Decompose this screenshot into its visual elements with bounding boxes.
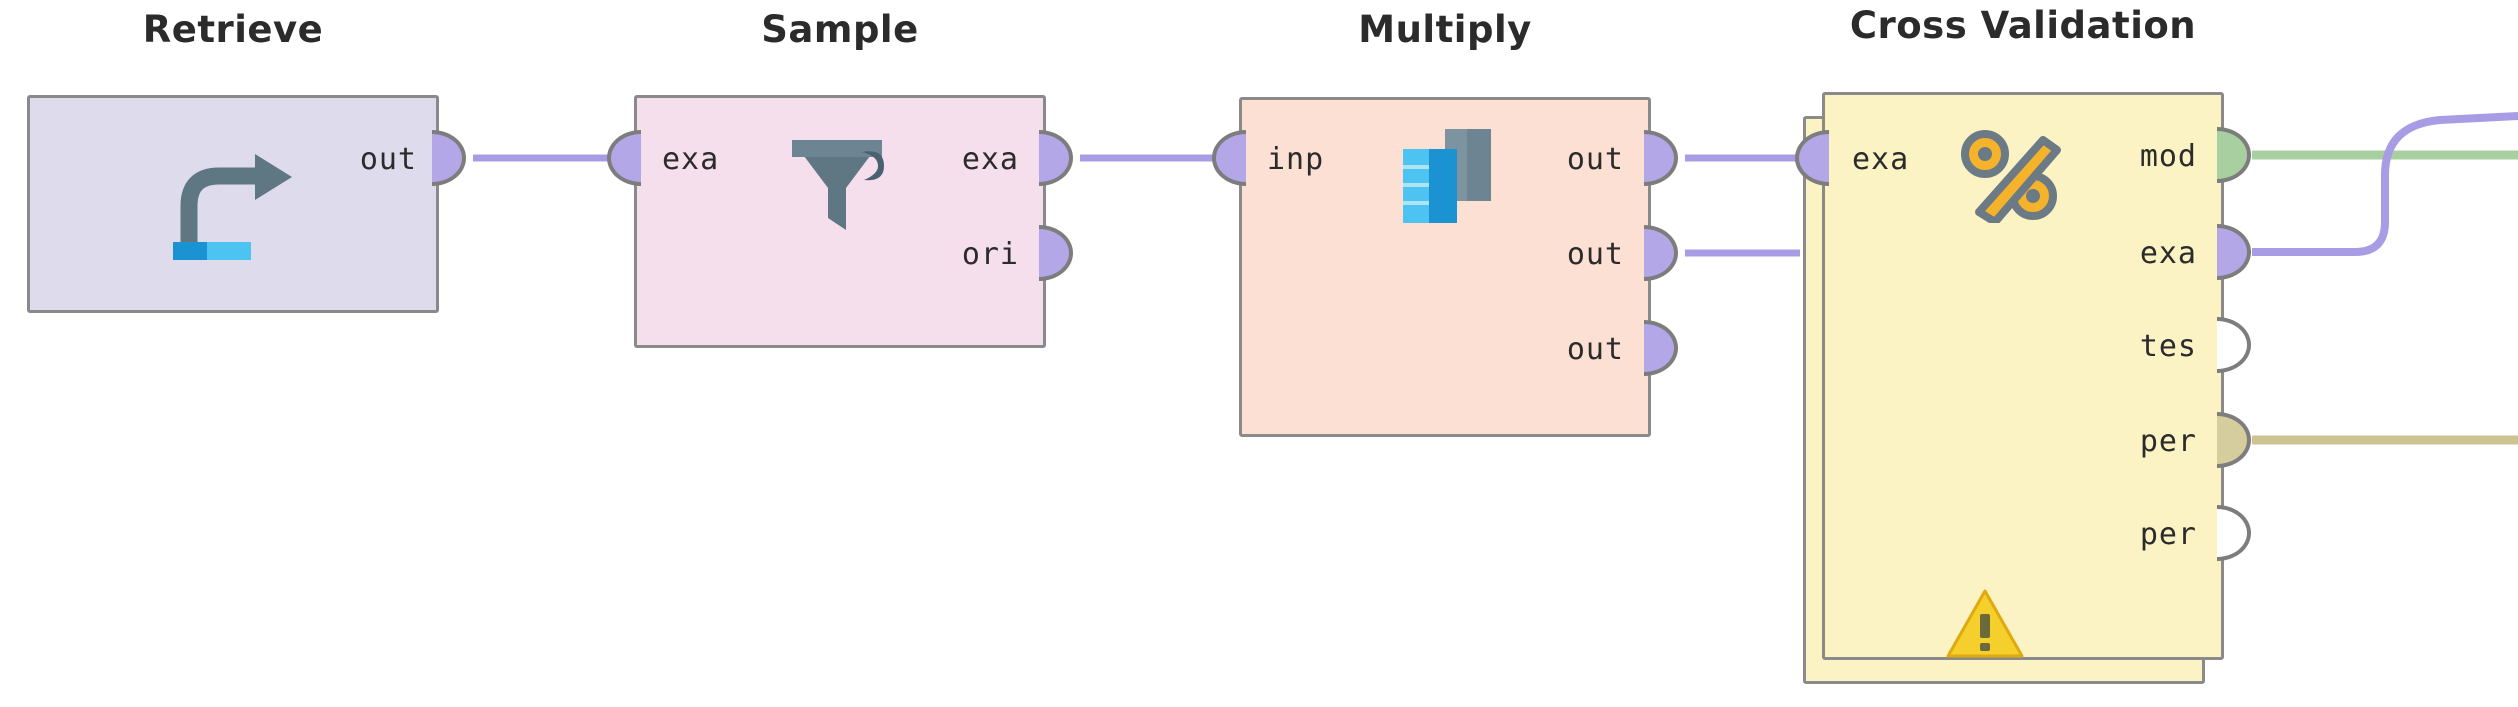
operator-sample-output-label-exa: exa xyxy=(961,142,1019,177)
operator-multiply-title: Multiply xyxy=(1358,8,1532,51)
operator-retrieve-body[interactable] xyxy=(27,95,439,313)
operator-multiply-output-label-out-3: out xyxy=(1566,332,1624,367)
operator-multiply-input-label-inp: inp xyxy=(1267,142,1325,177)
operator-multiply-output-port-out-1[interactable] xyxy=(1644,130,1678,186)
operator-retrieve-title: Retrieve xyxy=(142,8,324,51)
operator-cross-validation-output-label-tes: tes xyxy=(2139,329,2197,364)
operator-cross-validation-output-label-per-1: per xyxy=(2139,424,2197,459)
operator-multiply-output-port-out-3[interactable] xyxy=(1644,320,1678,376)
operator-cross-validation-output-port-exa[interactable] xyxy=(2217,224,2251,280)
operator-cross-validation-output-port-tes[interactable] xyxy=(2217,317,2251,373)
operator-multiply[interactable]: Multiply inp out out out xyxy=(1212,0,1678,450)
operator-sample-output-port-exa[interactable] xyxy=(1039,130,1073,186)
operator-cross-validation-output-port-per-2[interactable] xyxy=(2217,505,2251,561)
operator-retrieve-output-label-out: out xyxy=(359,142,417,177)
multiply-stack-icon xyxy=(1389,125,1509,240)
operator-cross-validation-input-port-exa[interactable] xyxy=(1795,130,1829,186)
operator-multiply-output-label-out-1: out xyxy=(1566,142,1624,177)
operator-cross-validation-output-label-exa: exa xyxy=(2139,236,2197,271)
operator-cross-validation-title: Cross Validation xyxy=(1849,4,2197,47)
operator-sample-title: Sample xyxy=(761,8,919,51)
operator-multiply-output-port-out-2[interactable] xyxy=(1644,225,1678,281)
operator-cross-validation-output-port-per-1[interactable] xyxy=(2217,412,2251,468)
operator-cross-validation-input-label-exa: exa xyxy=(1852,142,1910,177)
operator-cross-validation-output-label-mod: mod xyxy=(2139,139,2197,174)
operator-sample-input-port-exa[interactable] xyxy=(607,130,641,186)
operator-sample-input-label-exa: exa xyxy=(662,142,720,177)
wire-crossvalidation-exa-out xyxy=(2252,112,2518,256)
operator-sample[interactable]: Sample exa exa ori xyxy=(607,0,1073,360)
operator-retrieve-output-port-out[interactable] xyxy=(432,130,466,186)
retrieve-arrow-icon xyxy=(167,150,307,260)
percent-icon xyxy=(1957,128,2062,226)
operator-cross-validation-output-label-per-2: per xyxy=(2139,517,2197,552)
operator-cross-validation[interactable]: Cross Validation xyxy=(1795,0,2251,707)
operator-retrieve[interactable]: Retrieve out xyxy=(27,0,466,320)
warning-triangle-icon[interactable] xyxy=(1946,588,2024,660)
operator-sample-output-label-ori: ori xyxy=(961,237,1019,272)
operator-multiply-input-port-inp[interactable] xyxy=(1212,130,1246,186)
funnel-icon xyxy=(784,130,904,235)
operator-cross-validation-output-port-mod[interactable] xyxy=(2217,127,2251,183)
operator-multiply-output-label-out-2: out xyxy=(1566,237,1624,272)
operator-sample-output-port-ori[interactable] xyxy=(1039,225,1073,281)
